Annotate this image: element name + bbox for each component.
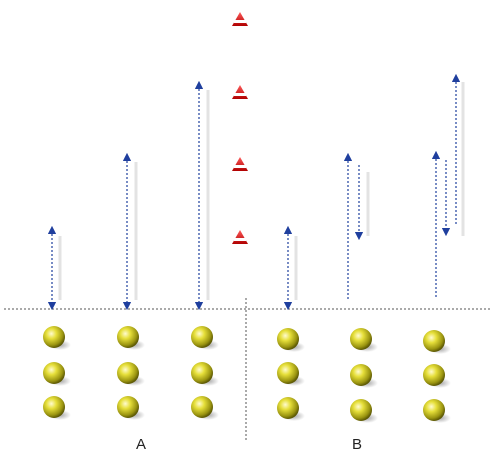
yellow-sphere-icon	[277, 362, 299, 384]
double-headed-arrow-icon	[194, 80, 210, 311]
red-triangle-icon	[232, 85, 248, 99]
energy-markers	[232, 12, 248, 244]
red-triangle-icon	[232, 12, 248, 26]
group-a-arrows	[47, 80, 210, 311]
yellow-sphere-icon	[423, 399, 445, 421]
double-headed-arrow-icon	[283, 225, 298, 311]
yellow-sphere-icon	[191, 396, 213, 418]
yellow-sphere-icon	[350, 364, 372, 386]
double-headed-arrow-icon	[122, 152, 138, 311]
yellow-sphere-icon	[423, 364, 445, 386]
yellow-sphere-icon	[117, 326, 139, 348]
yellow-sphere-icon	[43, 326, 65, 348]
yellow-sphere-icon	[350, 399, 372, 421]
yellow-sphere-icon	[117, 396, 139, 418]
yellow-sphere-icon	[277, 397, 299, 419]
yellow-sphere-icon	[350, 328, 372, 350]
yellow-sphere-icon	[277, 328, 299, 350]
yellow-sphere-icon	[191, 362, 213, 384]
yellow-sphere-icon	[117, 362, 139, 384]
group-b-arrows	[283, 73, 465, 311]
double-headed-arrow-icon	[343, 152, 370, 300]
yellow-sphere-icon	[423, 330, 445, 352]
yellow-sphere-icon	[43, 396, 65, 418]
double-headed-arrow-icon	[431, 73, 465, 298]
group-b-particles	[277, 328, 451, 423]
red-triangle-icon	[232, 157, 248, 171]
group-b-label: B	[352, 436, 363, 453]
group-a-particles	[43, 326, 219, 420]
yellow-sphere-icon	[191, 326, 213, 348]
double-headed-arrow-icon	[47, 225, 62, 311]
red-triangle-icon	[232, 230, 248, 244]
yellow-sphere-icon	[43, 362, 65, 384]
group-a-label: A	[136, 436, 147, 453]
